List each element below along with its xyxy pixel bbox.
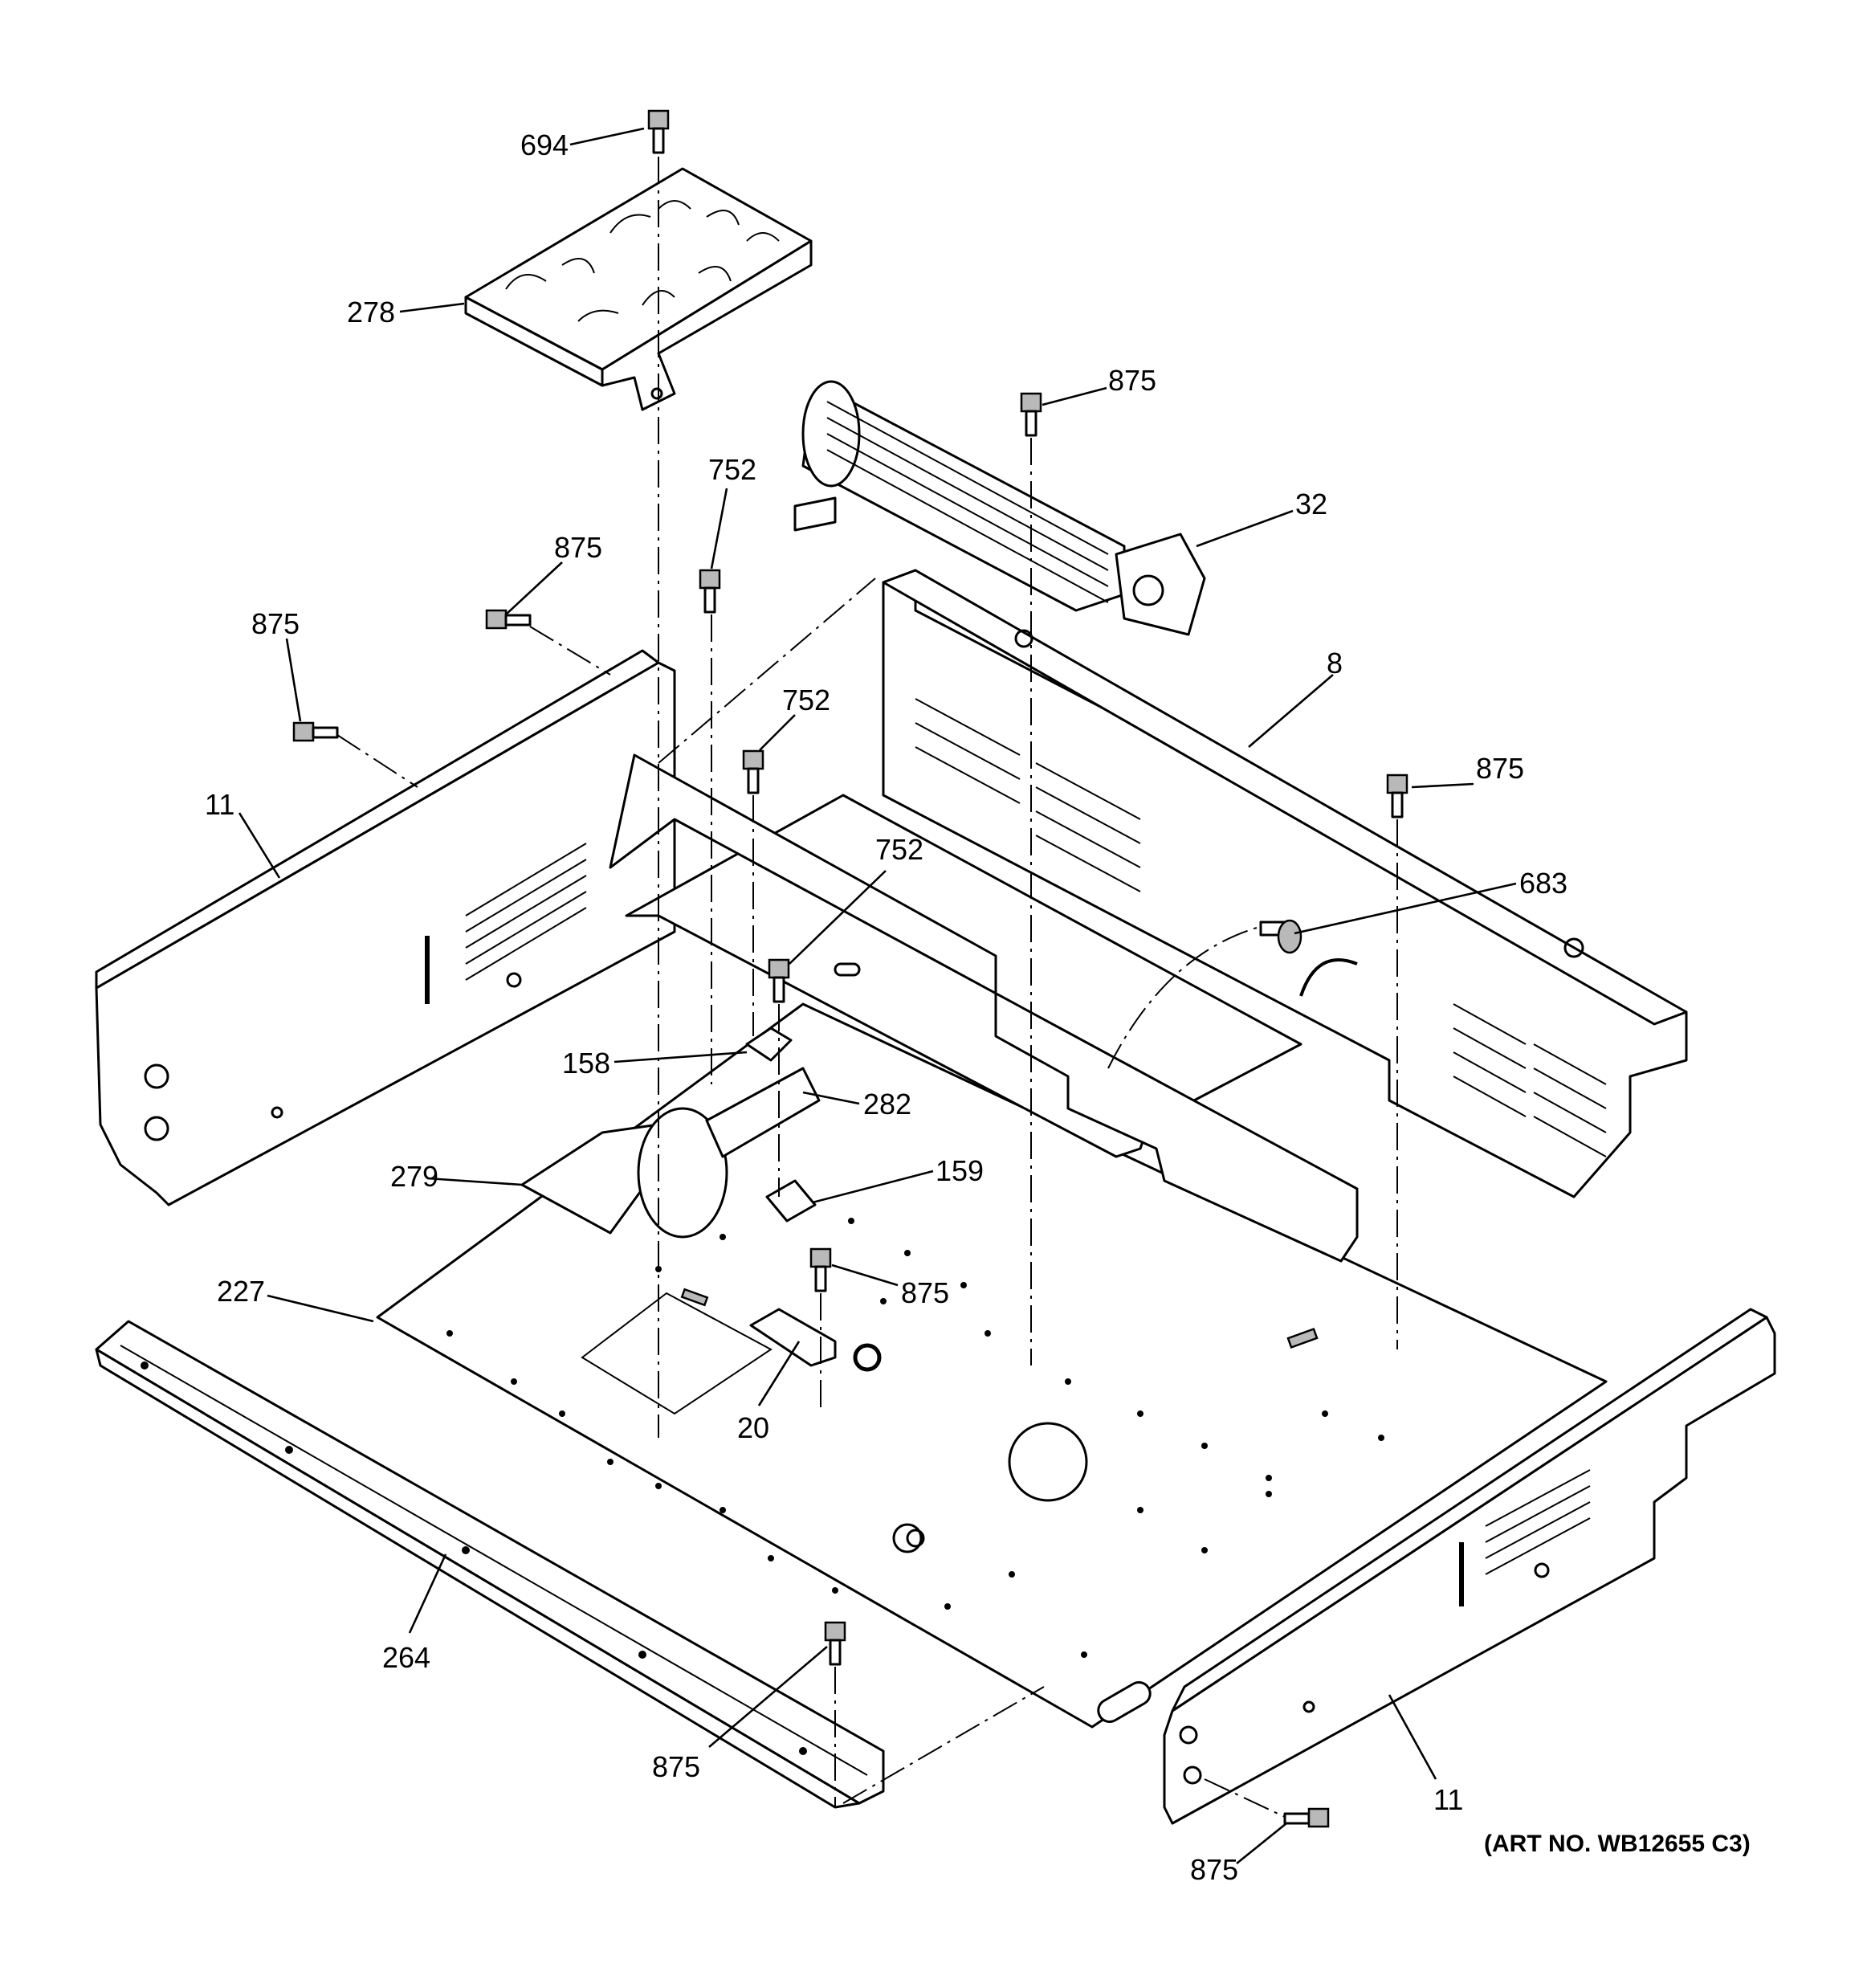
divider-shelf (609, 753, 1359, 1263)
callout-875-b: 875 (554, 531, 602, 564)
screw-752-a-icon (699, 569, 721, 614)
duct-279 (520, 1067, 821, 1239)
callout-20: 20 (737, 1411, 769, 1444)
callout-278: 278 (347, 296, 395, 329)
screw-875-c-icon (292, 721, 339, 742)
callout-875-e: 875 (901, 1276, 949, 1309)
callout-32: 32 (1295, 488, 1327, 520)
callout-158: 158 (562, 1047, 610, 1080)
callout-752-b: 752 (782, 684, 830, 716)
callout-875-top: 875 (1108, 364, 1156, 397)
callout-8: 8 (1327, 647, 1343, 680)
screw-875-d-icon (1386, 774, 1408, 818)
left-side-panel-11 (95, 649, 676, 1206)
bracket-20 (749, 1308, 880, 1370)
callout-875-g: 875 (1190, 1853, 1238, 1886)
callout-11-right: 11 (1433, 1783, 1463, 1816)
screw-875-e-icon (809, 1247, 832, 1292)
rear-panel-8 (882, 569, 1688, 1198)
callout-875-f: 875 (652, 1750, 700, 1783)
callout-227: 227 (217, 1275, 265, 1308)
screw-683-icon (1259, 919, 1302, 954)
callout-279: 279 (390, 1160, 438, 1193)
callout-282: 282 (863, 1088, 911, 1121)
callout-labels: 694 278 875 32 752 875 875 8 752 875 11 … (205, 129, 1567, 1886)
alignment-lines (336, 157, 1398, 1818)
callout-694: 694 (520, 129, 569, 161)
insulation-box-278 (464, 167, 813, 411)
callout-264: 264 (382, 1641, 430, 1674)
callout-875-c: 875 (251, 607, 300, 640)
thermostat-158 (745, 1027, 793, 1062)
screw-752-b-icon (742, 749, 764, 794)
screw-875-f-icon (824, 1621, 846, 1666)
callout-875-d: 875 (1476, 752, 1524, 785)
screw-875-g-icon (1283, 1807, 1330, 1828)
screw-875-b-icon (485, 609, 532, 630)
callout-752-a: 752 (708, 453, 756, 486)
callout-11-left: 11 (205, 788, 234, 821)
screw-694-icon (647, 109, 670, 154)
screw-752-c-icon (768, 958, 790, 1003)
art-number: (ART NO. WB12655 C3) (1484, 1831, 1751, 1857)
right-side-panel-11 (1163, 1308, 1776, 1825)
callout-683: 683 (1519, 867, 1567, 900)
blower-motor-32 (793, 380, 1206, 636)
callout-159: 159 (936, 1154, 984, 1187)
screw-875-top-icon (1020, 392, 1042, 437)
leader-lines (238, 127, 1517, 1865)
callout-752-c: 752 (875, 833, 923, 866)
